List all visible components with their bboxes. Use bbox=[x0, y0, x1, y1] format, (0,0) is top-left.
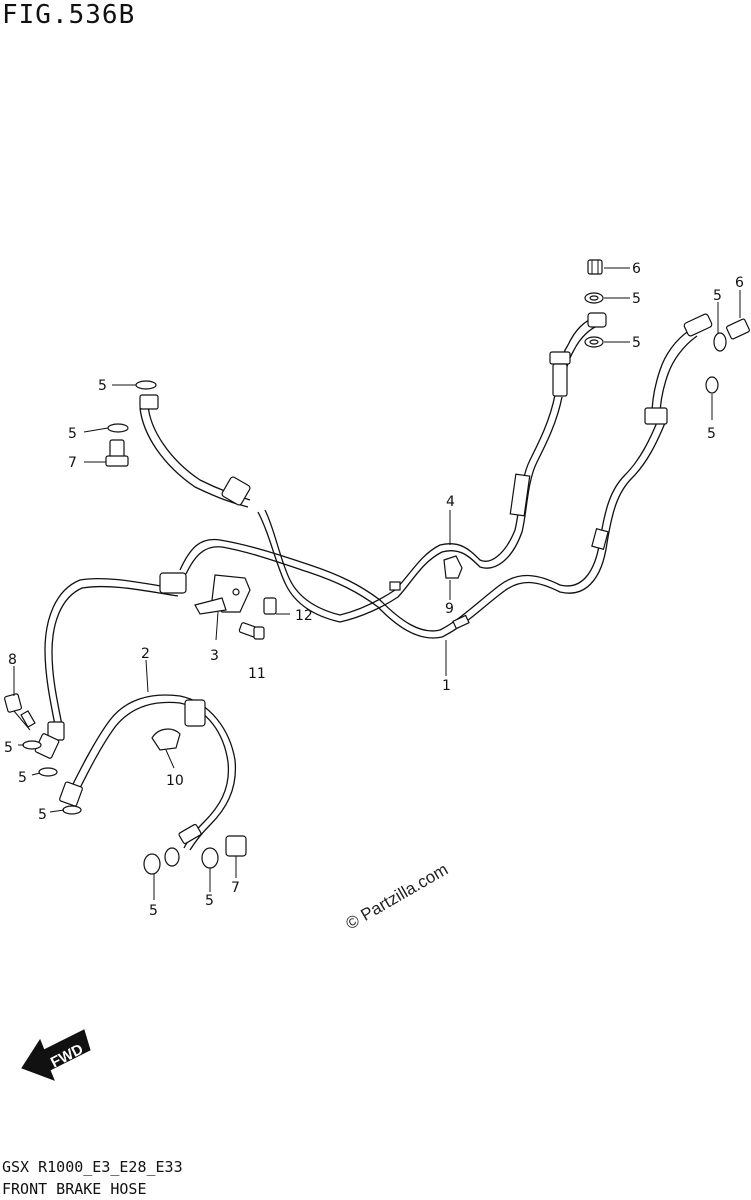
bolt-7-bottom[interactable] bbox=[225, 835, 247, 857]
callout-11: 11 bbox=[248, 666, 266, 682]
leader-lines bbox=[13, 267, 741, 900]
callout-4: 4 bbox=[446, 494, 455, 510]
clamp-10[interactable] bbox=[151, 728, 181, 751]
clamp-9[interactable] bbox=[443, 555, 463, 579]
washer-5-right-a[interactable] bbox=[713, 332, 727, 352]
bolt-11[interactable] bbox=[238, 622, 265, 640]
callout-8: 8 bbox=[8, 652, 17, 668]
washer-5-left-b[interactable] bbox=[107, 423, 129, 433]
upper-right-fitting[interactable] bbox=[644, 313, 713, 425]
bolt-12[interactable] bbox=[263, 597, 277, 615]
hose-2[interactable] bbox=[59, 694, 237, 851]
callout-12: 12 bbox=[295, 608, 313, 624]
upper-center-fitting[interactable] bbox=[549, 312, 607, 397]
callout-5: 5 bbox=[38, 807, 47, 823]
hose-4[interactable] bbox=[257, 394, 563, 623]
callout-labels: 6 5 5 6 5 5 5 5 7 4 9 12 3 11 1 8 2 5 5 … bbox=[4, 261, 744, 919]
callout-5: 5 bbox=[18, 770, 27, 786]
callout-5: 5 bbox=[98, 378, 107, 394]
callout-9: 9 bbox=[445, 601, 454, 617]
figure-title: FIG.536B bbox=[2, 0, 136, 30]
callout-5: 5 bbox=[713, 288, 722, 304]
hose-upper-left[interactable] bbox=[139, 394, 251, 508]
washer-5-upper-a[interactable] bbox=[584, 292, 604, 304]
callout-2: 2 bbox=[141, 646, 150, 662]
callout-5: 5 bbox=[68, 426, 77, 442]
callout-1: 1 bbox=[442, 678, 451, 694]
callout-5: 5 bbox=[4, 740, 13, 756]
callout-10: 10 bbox=[166, 773, 184, 789]
callout-5: 5 bbox=[707, 426, 716, 442]
washer-5-left-d[interactable] bbox=[38, 767, 58, 777]
callout-6: 6 bbox=[632, 261, 641, 277]
footer-model-code: GSX R1000_E3_E28_E33 bbox=[2, 1158, 183, 1176]
washer-5-left-c[interactable] bbox=[22, 740, 42, 750]
washer-5-bottom-a[interactable] bbox=[143, 853, 161, 875]
washer-5-left-a[interactable] bbox=[135, 380, 157, 390]
callout-5: 5 bbox=[632, 335, 641, 351]
banjo-bottom[interactable] bbox=[164, 847, 180, 867]
bolt-7-upper[interactable] bbox=[105, 439, 129, 467]
fwd-arrow: FWD bbox=[21, 1029, 91, 1081]
washer-5-bottom-b[interactable] bbox=[201, 847, 219, 869]
bolt-6-right[interactable] bbox=[726, 318, 750, 340]
bolt-6-upper[interactable] bbox=[587, 259, 603, 275]
callout-6: 6 bbox=[735, 275, 744, 291]
callout-7: 7 bbox=[68, 455, 77, 471]
hose-1[interactable] bbox=[179, 414, 668, 639]
bracket-3[interactable] bbox=[194, 574, 251, 615]
callout-3: 3 bbox=[210, 648, 219, 664]
washer-5-upper-b[interactable] bbox=[584, 336, 604, 348]
watermark: © Partzilla.com bbox=[343, 860, 452, 934]
callout-5: 5 bbox=[632, 291, 641, 307]
washer-5-right-b[interactable] bbox=[705, 376, 719, 394]
callout-7: 7 bbox=[231, 880, 240, 896]
hose-left-upper[interactable] bbox=[34, 572, 187, 759]
bolt-8[interactable] bbox=[4, 693, 36, 731]
washer-5-left-e[interactable] bbox=[62, 805, 82, 815]
callout-5: 5 bbox=[149, 903, 158, 919]
footer-part-name: FRONT BRAKE HOSE bbox=[2, 1180, 147, 1198]
callout-5: 5 bbox=[205, 893, 214, 909]
